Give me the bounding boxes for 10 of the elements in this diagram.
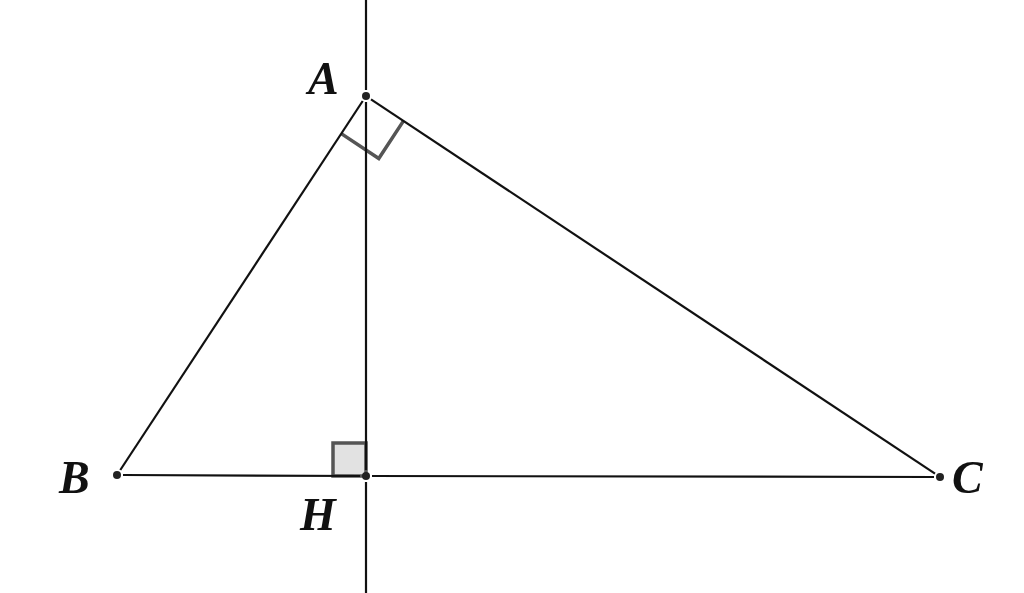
point-label: C <box>952 455 983 501</box>
point-label: H <box>300 492 336 538</box>
line <box>364 482 368 593</box>
line-segment <box>370 98 936 475</box>
line-segment <box>364 102 368 470</box>
line-segment <box>123 473 360 478</box>
point-label: B <box>59 455 90 501</box>
line-segment <box>119 100 364 471</box>
line-segment <box>372 474 934 479</box>
line <box>364 0 368 90</box>
